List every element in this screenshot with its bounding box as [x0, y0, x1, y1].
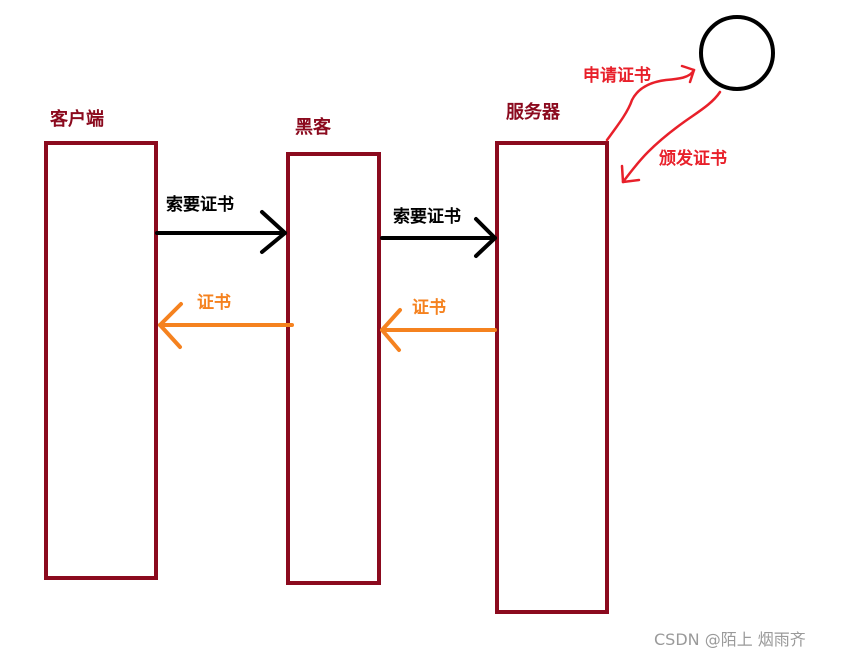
client-box: [44, 141, 158, 580]
cert-label-hacker-to-client: 证书: [197, 293, 231, 313]
client-label: 客户端: [50, 108, 104, 130]
request-arrow-hacker-to-server: [380, 217, 497, 258]
hacker-label: 黑客: [295, 116, 332, 138]
request-label-client-to-hacker: 索要证书: [166, 194, 234, 215]
issue-cert-arrow: [620, 90, 722, 184]
server-box: [495, 141, 609, 614]
cert-label-server-to-hacker: 证书: [412, 298, 446, 318]
apply-cert-arrow: [605, 64, 696, 142]
request-label-hacker-to-server: 索要证书: [393, 206, 461, 227]
request-arrow-client-to-hacker: [155, 210, 287, 254]
apply-cert-label: 申请证书: [583, 65, 651, 86]
cert-arrow-server-to-hacker: [380, 308, 497, 352]
certificate-authority-circle: [699, 15, 775, 91]
server-label: 服务器: [506, 101, 561, 123]
watermark: CSDN @陌上 烟雨齐: [654, 630, 806, 649]
issue-cert-label: 颁发证书: [659, 148, 727, 169]
cert-arrow-hacker-to-client: [158, 302, 294, 349]
hacker-box: [286, 152, 381, 585]
